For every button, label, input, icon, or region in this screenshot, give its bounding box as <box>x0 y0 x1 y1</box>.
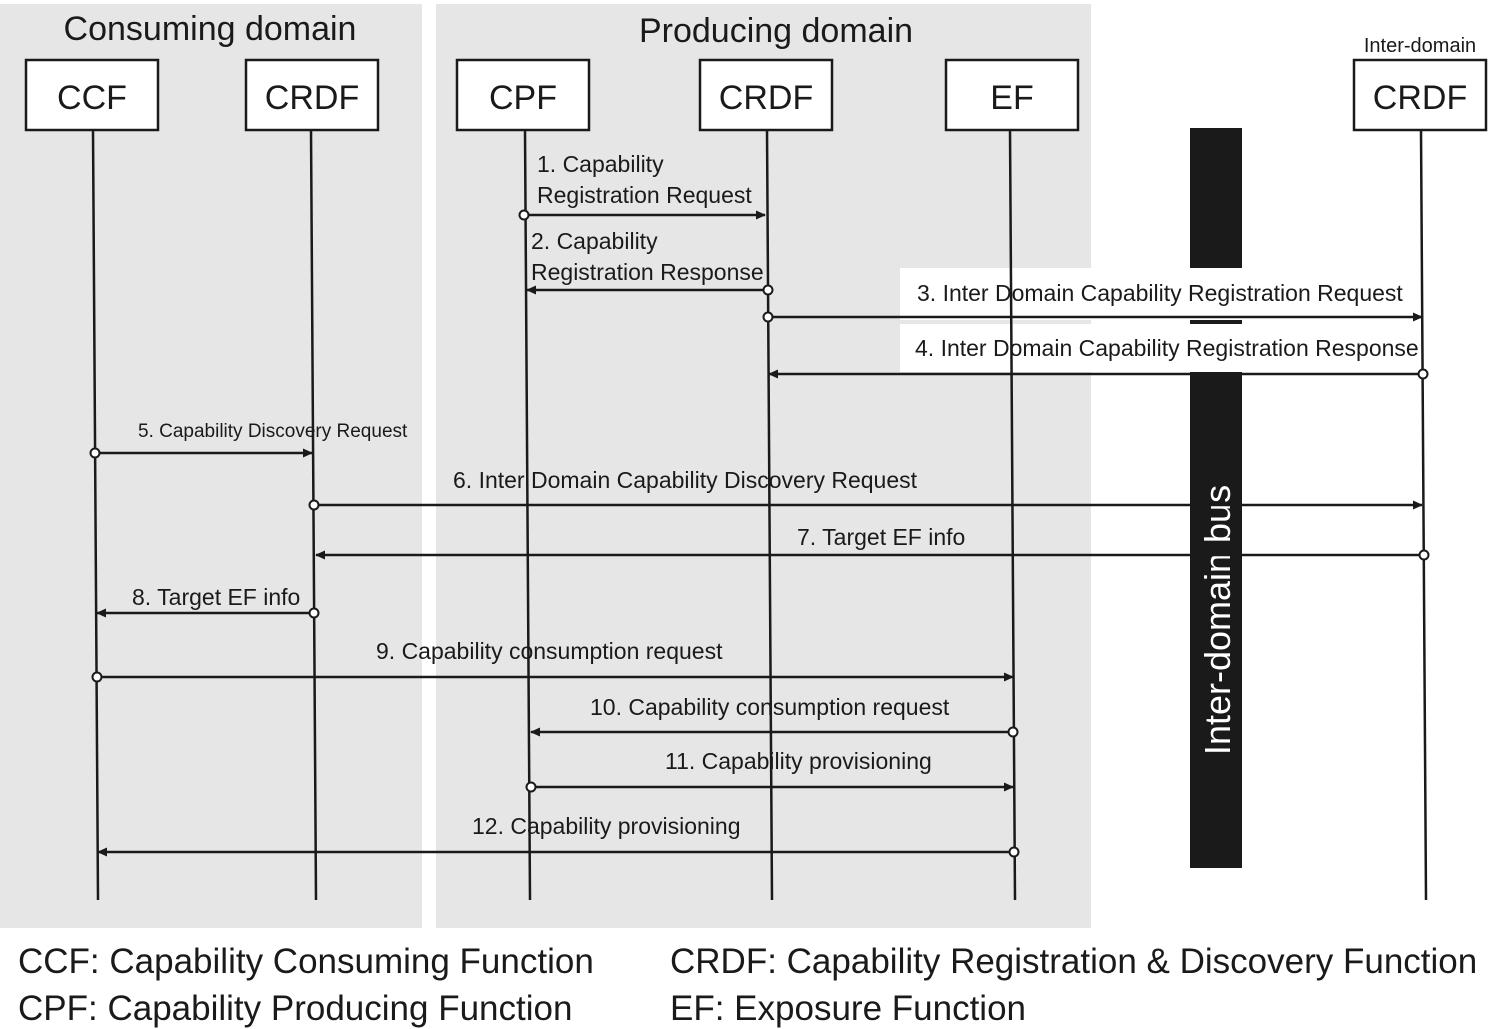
message-2: 2. Capability Registration Response <box>526 228 774 296</box>
message-11-origin <box>525 781 537 793</box>
message-10: 10. Capability consumption request <box>530 694 1019 738</box>
inter-domain-bus-label: Inter-domain bus <box>1197 485 1238 755</box>
crdf-inter-box <box>1352 58 1488 132</box>
message-3: 3. Inter Domain Capability Registration … <box>762 280 1423 323</box>
message-12-origin <box>1008 846 1020 858</box>
message-1-origin <box>518 209 530 221</box>
legend-ccf: CCF: Capability Consuming Function <box>18 942 594 981</box>
message-6-origin <box>308 499 320 511</box>
message-9: 9. Capability consumption request <box>91 638 1014 683</box>
message-2-label-line2: Registration Response <box>531 259 764 285</box>
message-1-label-line1: 1. Capability <box>537 151 664 177</box>
message-4: 4. Inter Domain Capability Registration … <box>768 335 1429 380</box>
cpf-lifeline <box>523 129 532 901</box>
message-5-label: 5. Capability Discovery Request <box>138 421 408 442</box>
ef-label: EF <box>990 79 1033 117</box>
crdf-producing-box <box>698 58 834 132</box>
message-11: 11. Capability provisioning <box>525 748 1014 793</box>
ccf-lifeline <box>91 129 100 901</box>
message-8-label: 8. Target EF info <box>132 584 300 610</box>
message-1-label-line2: Registration Request <box>537 182 752 208</box>
crdf-producing-lifeline <box>765 129 774 901</box>
message-3-origin <box>762 311 774 323</box>
legend-ef: EF: Exposure Function <box>670 989 1026 1028</box>
crdf-inter-label: CRDF <box>1373 79 1467 117</box>
crdf-consuming-box <box>244 58 380 132</box>
cpf-box <box>455 58 591 132</box>
crdf-inter-lifeline <box>1419 129 1428 901</box>
ef-lifeline <box>1008 129 1017 901</box>
cpf-label: CPF <box>489 79 557 117</box>
sequence-diagram: Consuming domain Producing domain Inter-… <box>0 4 1488 928</box>
inter-domain-label: Inter-domain <box>1364 35 1476 57</box>
message-12-label: 12. Capability provisioning <box>472 813 741 839</box>
legend-cpf: CPF: Capability Producing Function <box>18 989 573 1028</box>
message-8: 8. Target EF info <box>96 584 320 619</box>
message-4-origin <box>1417 368 1429 380</box>
message-3-label: 3. Inter Domain Capability Registration … <box>917 280 1403 306</box>
crdf-consuming-label: CRDF <box>265 79 359 117</box>
message-6-label: 6. Inter Domain Capability Discovery Req… <box>453 467 918 493</box>
message-5-origin <box>89 447 101 459</box>
message-11-label: 11. Capability provisioning <box>665 748 932 774</box>
message-10-label: 10. Capability consumption request <box>590 694 950 720</box>
message-4-label-band <box>900 324 1445 372</box>
ccf-label: CCF <box>57 79 127 117</box>
message-5: 5. Capability Discovery Request <box>89 421 408 459</box>
consuming-domain-title: Consuming domain <box>64 10 357 48</box>
ef-box <box>944 58 1080 132</box>
message-3-label-band <box>900 268 1430 320</box>
inter-domain-bus <box>1190 128 1242 868</box>
crdf-consuming-lifeline <box>309 129 318 901</box>
message-7-origin <box>1418 549 1430 561</box>
message-12: 12. Capability provisioning <box>97 813 1020 858</box>
message-6: 6. Inter Domain Capability Discovery Req… <box>308 467 1423 511</box>
message-7: 7. Target EF info <box>315 524 1430 561</box>
crdf-producing-label: CRDF <box>719 79 813 117</box>
message-2-label-line1: 2. Capability <box>531 228 658 254</box>
message-10-origin <box>1007 726 1019 738</box>
message-1: 1. Capability Registration Request <box>518 151 766 221</box>
message-9-label: 9. Capability consumption request <box>376 638 723 664</box>
consuming-domain-area <box>0 4 422 928</box>
producing-domain-area <box>436 4 1091 928</box>
ccf-box <box>24 58 160 132</box>
message-9-origin <box>91 671 103 683</box>
message-2-origin <box>762 284 774 296</box>
legend-crdf: CRDF: Capability Registration & Discover… <box>670 942 1478 981</box>
message-7-label: 7. Target EF info <box>797 524 965 550</box>
producing-domain-title: Producing domain <box>639 12 913 50</box>
message-4-label: 4. Inter Domain Capability Registration … <box>915 335 1419 361</box>
message-8-origin <box>308 607 320 619</box>
